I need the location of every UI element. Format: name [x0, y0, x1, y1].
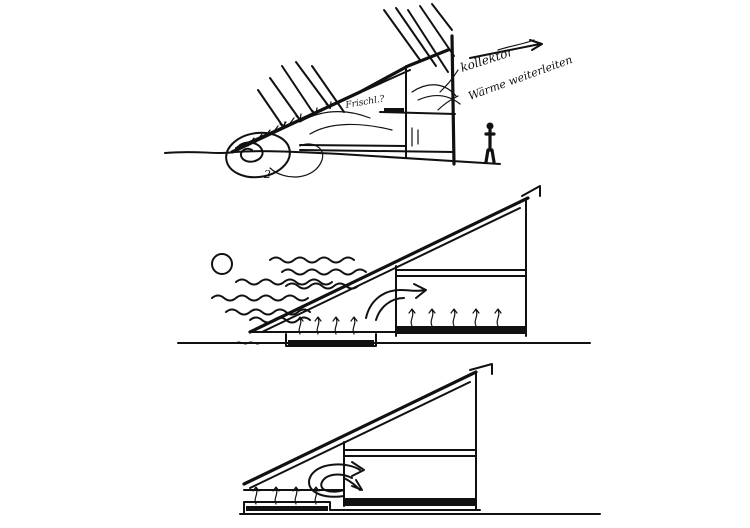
upper-floor-2	[395, 269, 527, 277]
outflow-arrow-2	[497, 39, 535, 51]
sketch-winter-section	[177, 185, 591, 347]
detail-loop-1	[269, 143, 324, 178]
plinth-3	[243, 501, 481, 515]
storage-pit-fill-2	[288, 340, 374, 345]
sketch-concept: 2 kollektor Wärme weiterleiten Frischl.?	[164, 3, 574, 181]
floor-slab-1	[299, 144, 455, 153]
air-loop-arrowhead-top-3	[351, 461, 365, 477]
upper-floor-3	[343, 449, 477, 457]
storage-slab-3	[246, 506, 328, 511]
label-leader-1	[437, 69, 459, 111]
sun-icon	[211, 253, 233, 275]
stair-1	[411, 127, 419, 147]
heat-up-arrows-living-2	[408, 308, 502, 327]
sketch-night-section	[239, 363, 601, 515]
collector-roof-2	[248, 196, 530, 334]
label-kollektor: kollektor	[459, 44, 516, 74]
upper-floor-block-1	[384, 108, 404, 113]
sun-rays-left-1	[257, 61, 345, 129]
ground-line-1	[164, 150, 501, 165]
air-loop-arrowhead-bottom-3	[343, 477, 363, 491]
heat-up-arrows-buffer-3	[252, 486, 320, 505]
warm-air-arrowhead-2	[413, 283, 427, 299]
marker-2-label: 2	[263, 168, 271, 181]
collector-roof-2b	[261, 207, 521, 333]
heat-up-arrows-buffer-2	[296, 316, 358, 335]
air-loop-3	[308, 463, 361, 498]
person-figure-1	[484, 122, 496, 164]
storage-pit-2	[285, 333, 377, 347]
floor-slab-2	[396, 326, 526, 334]
ray-arrowheads-1	[279, 101, 332, 129]
floor-slab-3	[344, 498, 476, 506]
air-loop-3b	[320, 473, 353, 493]
roof-overhang-3	[469, 363, 493, 375]
ground-wiggle-2	[235, 341, 261, 345]
sun-rays-right-1	[383, 3, 455, 73]
roof-overhang-2	[521, 185, 541, 197]
airflow-curves-1	[299, 84, 461, 135]
collector-roof-3b	[249, 381, 471, 489]
outflow-arrow-1	[469, 39, 543, 59]
warm-air-arrow-2b	[375, 297, 405, 321]
detail-circle-spiral-1	[235, 141, 264, 163]
collector-roof-3	[242, 370, 478, 486]
detail-circle-1	[225, 131, 291, 179]
warm-air-arrow-2	[365, 289, 425, 319]
